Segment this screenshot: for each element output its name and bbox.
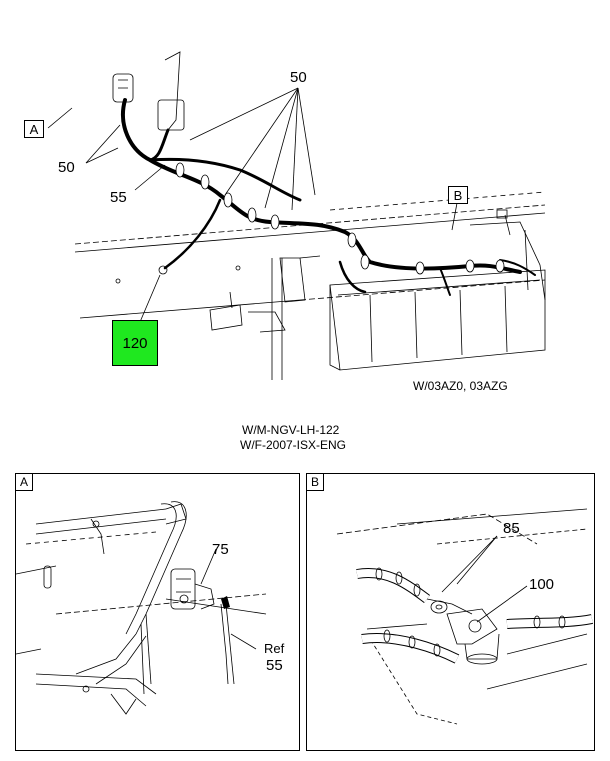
callout-75: 75 [212,541,229,558]
callout-50-left: 50 [58,159,75,176]
caption-line-2: W/F-2007-ISX-ENG [240,438,347,452]
part-120-hotspot[interactable]: 120 [112,320,158,366]
detail-b-tag: B [306,473,324,491]
ref-label: Ref [264,641,285,656]
callout-85: 85 [503,520,520,537]
callout-100: 100 [529,576,555,593]
detail-b-panel: B [306,473,595,751]
detail-a-tag: A [15,473,33,491]
detail-b-drawing [336,508,593,725]
detail-a-panel: A [15,473,300,751]
detail-a-drawing [16,501,267,715]
caption-line-1: W/M-NGV-LH-122 [242,423,340,437]
view-tag-b: B [448,186,468,204]
ref-55: 55 [266,657,283,674]
view-tag-a: A [24,120,44,138]
callout-50-top: 50 [290,69,307,86]
model-note: W/03AZ0, 03AZG [413,379,508,393]
callout-55: 55 [110,189,127,206]
